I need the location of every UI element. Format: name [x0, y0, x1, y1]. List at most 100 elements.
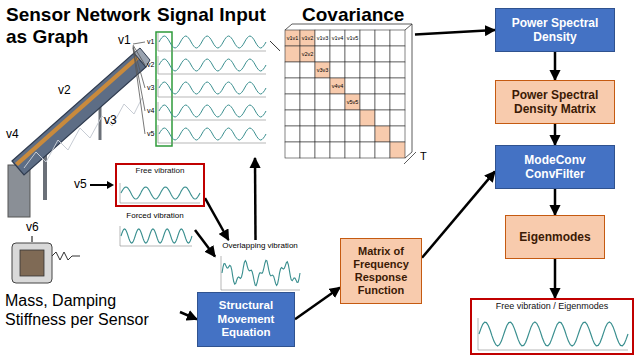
- sensor-label: v4: [6, 128, 19, 142]
- connector-arrow: [554, 189, 557, 215]
- matrix-cell: [285, 46, 300, 62]
- node-heading: Free vibration: [120, 166, 200, 175]
- wave-line: [121, 187, 200, 199]
- wave-line: [479, 322, 628, 346]
- connector-arrow: [422, 171, 495, 257]
- wave-line: [159, 128, 266, 140]
- matrix-cell: [390, 110, 405, 126]
- matrix-cell: [360, 126, 375, 142]
- matrix-cell: [360, 94, 375, 110]
- matrix-cell: [390, 78, 405, 94]
- matrix-cell: [330, 126, 345, 142]
- sensor-label: v4: [147, 107, 154, 115]
- text-node: Forced vibration: [115, 210, 195, 250]
- matrix-depth: [285, 24, 416, 164]
- cell-label: v1v5: [345, 35, 360, 41]
- matrix-cell: [345, 142, 360, 158]
- sensor-label: v3: [104, 114, 117, 128]
- connector-arrow: [270, 41, 280, 51]
- wave-line: [121, 229, 192, 243]
- cell-label: v3v3: [315, 67, 330, 73]
- plot-axis: [158, 79, 266, 97]
- sensor-label: v2: [58, 84, 71, 98]
- matrix-cell: [315, 126, 330, 142]
- matrix-cell: [285, 94, 300, 110]
- matrix-cell: [375, 110, 390, 126]
- sensor-label: v6: [26, 221, 39, 235]
- sensor-label: T: [420, 150, 427, 163]
- process-box: Power Spectral Density Matrix: [495, 80, 615, 124]
- matrix-cell: [375, 126, 390, 142]
- cell-label: v1v2: [300, 35, 315, 41]
- matrix-cell: [315, 110, 330, 126]
- wave-line: [159, 59, 266, 71]
- node-heading: Signal Input: [157, 4, 270, 26]
- sensor-label: v1: [118, 34, 131, 48]
- process-box: Power Spectral Density: [495, 8, 615, 52]
- matrix-cell: [360, 46, 375, 62]
- matrix-cell: [300, 78, 315, 94]
- matrix-cell: [360, 110, 375, 126]
- connector-arrow: [415, 30, 495, 35]
- box-label: Power Spectral Density Matrix: [502, 88, 608, 116]
- section-heading: Sensor Network as Graph: [6, 4, 166, 48]
- matrix-cell: [315, 62, 330, 78]
- matrix-cell: [345, 110, 360, 126]
- cell-label: v5v5: [345, 99, 360, 105]
- matrix-cell: [285, 78, 300, 94]
- plot-axis: [158, 33, 266, 51]
- box-label: Power Spectral Density: [502, 16, 608, 44]
- matrix-cell: [390, 46, 405, 62]
- matrix-cell: [330, 142, 345, 158]
- matrix-cell: [390, 62, 405, 78]
- node-heading: Free vibration / Eigenmodes: [475, 301, 629, 312]
- matrix-cell: [315, 94, 330, 110]
- plot-axis: [120, 226, 192, 246]
- matrix-cell: [300, 94, 315, 110]
- matrix-cell: [315, 30, 330, 46]
- matrix-cell: [315, 142, 330, 158]
- process-box: Eigenmodes: [505, 215, 605, 259]
- matrix-cell: [330, 94, 345, 110]
- window-box: [156, 32, 172, 146]
- cell-label: v1v3: [315, 35, 330, 41]
- covariance-grid: [285, 30, 405, 158]
- matrix-cell: [330, 78, 345, 94]
- plot-axis: [478, 318, 628, 350]
- text-node: Covariance: [280, 2, 415, 165]
- matrix-cell: [300, 62, 315, 78]
- matrix-cell: [345, 126, 360, 142]
- plot-axis: [221, 256, 300, 290]
- connector-arrow: [295, 288, 340, 320]
- matrix-cell: [390, 126, 405, 142]
- cell-label: v1v1: [285, 35, 300, 41]
- plot-frame: Free vibration / Eigenmodes: [470, 298, 634, 355]
- matrix-cell: [330, 30, 345, 46]
- box-label: Eigenmodes: [519, 230, 590, 244]
- wave-line: [222, 260, 300, 285]
- node-heading: Forced vibration: [117, 211, 193, 220]
- box-label: ModeConv ConvFilter: [502, 153, 608, 181]
- matrix-cell: [285, 62, 300, 78]
- sensor-label: v1: [147, 38, 154, 46]
- text-node: Mass, Damping Stiffness per Sensor: [5, 292, 180, 332]
- box-label: Structural Movement Equation: [204, 299, 288, 340]
- bridge-drawing: [8, 48, 150, 217]
- node-heading: Overlapping vibration: [217, 241, 303, 250]
- cell-label: v4v4: [330, 83, 345, 89]
- process-box: Matrix of Frequency Response Function: [340, 238, 422, 304]
- matrix-cell: [390, 30, 405, 46]
- matrix-cell: [300, 30, 315, 46]
- matrix-cell: [375, 30, 390, 46]
- connector-arrow: [254, 158, 257, 240]
- cell-label: v1v4: [330, 35, 345, 41]
- plot-frame: Free vibration: [115, 163, 205, 207]
- sensor-label: v3: [147, 84, 154, 92]
- arrow-head: [107, 181, 114, 189]
- matrix-cell: [375, 78, 390, 94]
- sensor-lines: [133, 42, 145, 134]
- matrix-cell: [345, 62, 360, 78]
- matrix-cell: [345, 30, 360, 46]
- matrix-cell: [315, 78, 330, 94]
